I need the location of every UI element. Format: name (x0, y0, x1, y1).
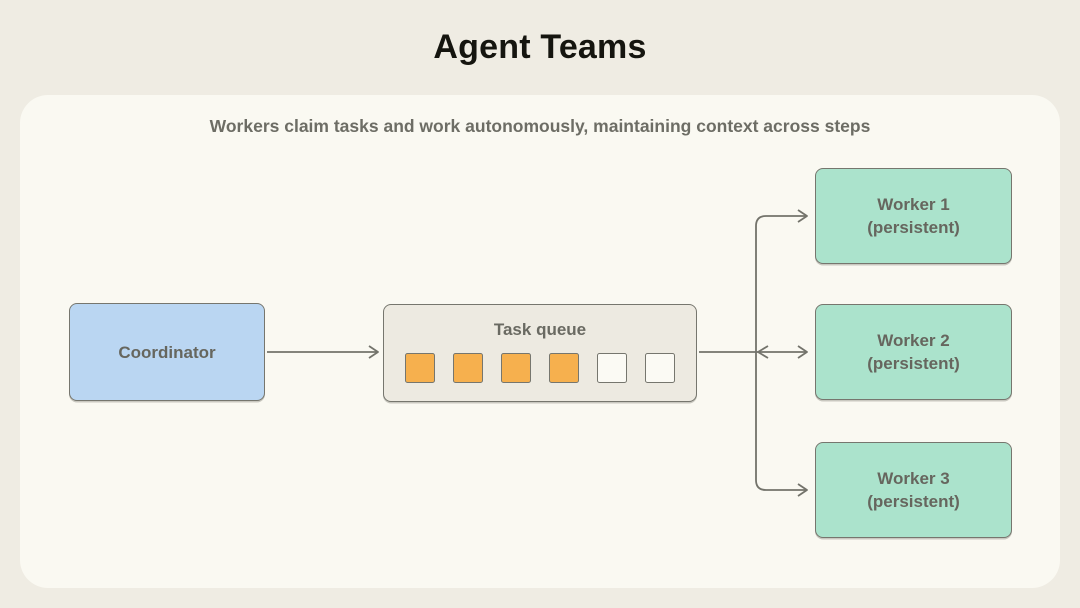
diagram-subtitle: Workers claim tasks and work autonomousl… (209, 116, 871, 136)
task-slot-filled (453, 353, 483, 383)
page-title: Agent Teams (433, 28, 647, 66)
task-slot-filled (405, 353, 435, 383)
worker-3-status: (persistent) (867, 492, 960, 511)
task-slot-filled (501, 353, 531, 383)
worker-1-status: (persistent) (867, 218, 960, 237)
task-slot-empty (645, 353, 675, 383)
task-queue-slots (384, 353, 696, 383)
worker-2-name: Worker 2 (877, 331, 950, 350)
coordinator-node: Coordinator (69, 303, 265, 401)
worker-2-status: (persistent) (867, 354, 960, 373)
task-queue-node: Task queue (383, 304, 697, 402)
worker-3-node: Worker 3 (persistent) (815, 442, 1012, 538)
task-slot-empty (597, 353, 627, 383)
worker-2-node: Worker 2 (persistent) (815, 304, 1012, 400)
worker-1-node: Worker 1 (persistent) (815, 168, 1012, 264)
task-queue-label: Task queue (493, 320, 587, 339)
worker-1-name: Worker 1 (877, 195, 950, 214)
worker-3-name: Worker 3 (877, 469, 950, 488)
task-slot-filled (549, 353, 579, 383)
coordinator-label: Coordinator (118, 342, 216, 362)
